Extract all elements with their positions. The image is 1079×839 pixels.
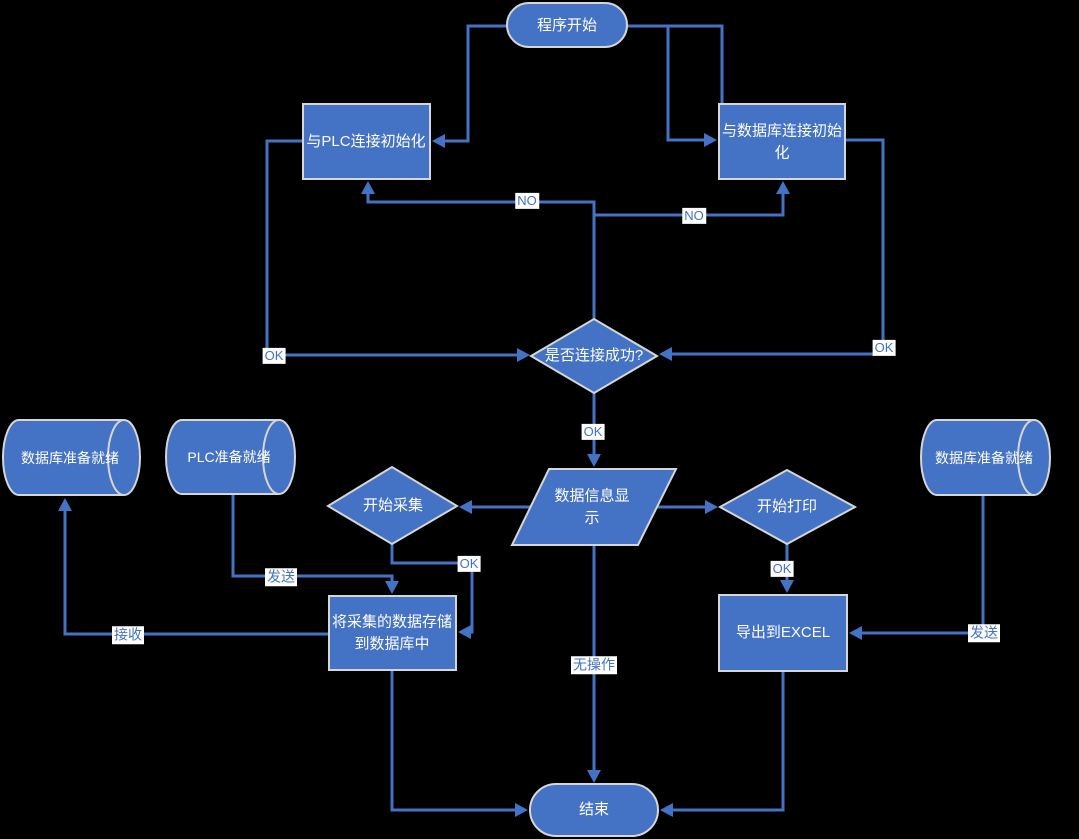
edge-connect-check-no-to-db-init [594, 193, 785, 217]
edge-start-to-plc-init [444, 24, 507, 143]
edge-label-no-action: 无操作 [571, 656, 617, 674]
arrowhead-into-end-right [660, 803, 673, 817]
arrowhead-into-export-excel-right [849, 626, 862, 640]
node-start-collect-shape [326, 465, 459, 546]
node-export-excel-shape [718, 594, 848, 672]
edge-label-send-left: 发送 [265, 568, 297, 586]
arrowhead-into-start-print-left [705, 500, 718, 514]
edge-label-ok-right: OK [872, 339, 896, 357]
node-end-shape [529, 783, 659, 837]
node-db-init-shape [718, 103, 846, 180]
edge-start-to-db-init-top [627, 24, 724, 103]
node-end-label: 结束 [578, 801, 610, 819]
plc-ready-cap-curve [262, 419, 280, 495]
node-start-print-shape [717, 468, 858, 546]
node-connect-check-shape [529, 317, 659, 395]
edge-plc-init-ok-to-connect-check [265, 139, 518, 357]
node-export-excel-label: 导出到EXCEL [735, 624, 831, 642]
edge-label-ok-left: OK [262, 347, 286, 365]
edge-start-to-db-init-left [666, 26, 705, 142]
edge-label-no-right: NO [682, 207, 706, 225]
edge-plc-ready-send-to-store-data [231, 494, 394, 582]
node-plc-init-shape [302, 103, 431, 180]
node-data-display-shape [510, 468, 678, 546]
edge-label-send-right: 发送 [968, 624, 1000, 642]
arrowhead-into-store-data-top [385, 581, 399, 594]
edge-store-data-receive-to-db-ready-left [63, 510, 329, 636]
node-store-data-label: 将采集的数据存储到数据库中 [331, 613, 452, 652]
arrowhead-into-end-top [587, 770, 601, 783]
edge-export-excel-to-end [672, 671, 785, 812]
arrowhead-into-store-data-right [458, 625, 471, 639]
node-plc-init-label: 与PLC连接初始化 [306, 133, 426, 151]
edge-db-init-ok-to-connect-check [671, 138, 885, 356]
node-plc-ready-shape [165, 419, 296, 495]
edge-label-ok-middle: OK [581, 423, 605, 441]
edge-label-ok-print: OK [770, 560, 794, 578]
arrowhead-into-data-display-top [587, 454, 601, 467]
db-ready-right-cap-curve [1017, 419, 1035, 496]
node-db-ready-left-shape [2, 419, 141, 496]
node-start-print-label: 开始打印 [756, 498, 818, 516]
edge-db-ready-right-send-to-export-excel [861, 495, 985, 635]
arrowhead-into-start-collect-right [459, 500, 472, 514]
arrowhead-into-connect-check-left [517, 348, 530, 362]
edge-connect-check-no-to-plc-init [366, 193, 596, 320]
node-db-ready-right-shape [920, 419, 1051, 496]
edge-label-receive-left: 接收 [112, 626, 144, 644]
edge-label-no-left: NO [515, 192, 539, 210]
arrowhead-into-db-init-bottom [776, 181, 790, 194]
edge-store-data-to-end [390, 670, 516, 812]
arrowhead-into-db-ready-left-bottom [58, 498, 72, 511]
node-plc-ready-label: PLC准备就绪 [187, 448, 271, 465]
node-start-collect-label: 开始采集 [362, 497, 424, 515]
arrowhead-into-export-excel-top [780, 580, 794, 593]
node-db-ready-right-label: 数据库准备就绪 [935, 449, 1033, 466]
edge-label-ok-collect: OK [457, 555, 481, 573]
node-db-init-label: 与数据库连接初始化 [721, 122, 842, 161]
node-data-display-label: 数据信息显示 [554, 487, 630, 526]
node-store-data-shape [328, 595, 457, 671]
arrowhead-into-db-init-left [704, 133, 717, 147]
node-connect-check-label: 是否连接成功? [544, 347, 644, 365]
node-db-ready-left-label: 数据库准备就绪 [21, 449, 119, 466]
node-start-shape [506, 2, 628, 48]
db-ready-left-cap-curve [107, 419, 125, 496]
arrowhead-into-plc-init-bottom [361, 181, 375, 194]
arrowhead-into-plc-init-right [432, 134, 445, 148]
arrowhead-into-end-left [515, 803, 528, 817]
arrowhead-into-connect-check-right [659, 347, 672, 361]
node-start-label: 程序开始 [536, 17, 598, 35]
